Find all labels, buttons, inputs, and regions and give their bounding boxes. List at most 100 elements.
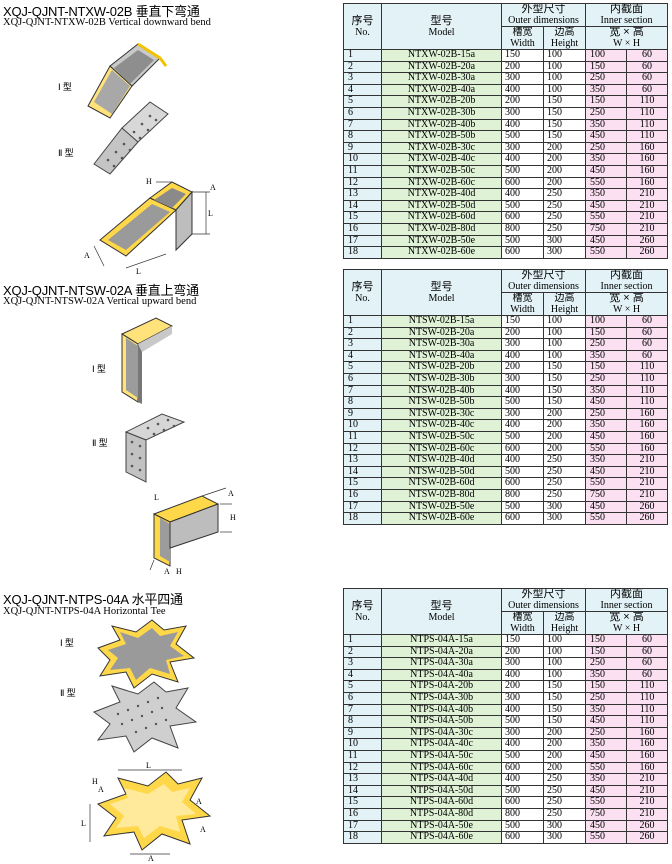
- row-number: 16: [343, 807, 382, 821]
- row-height: 150: [542, 118, 587, 132]
- row-height: 200: [542, 726, 587, 740]
- section-upward-bend: XQJ-QJNT-NTSW-02A 垂直上弯通 XQJ-QJNT-NTSW-02…: [0, 269, 672, 578]
- row-width: 500: [501, 234, 544, 248]
- row-height: 200: [542, 407, 587, 421]
- row-height: 250: [542, 465, 587, 479]
- row-width: 300: [501, 372, 544, 386]
- row-width: 300: [501, 657, 544, 670]
- row-height: 300: [542, 234, 587, 248]
- row-model: NTSW-02B-15a: [381, 315, 502, 328]
- horizontal-tee-type1-illustration: [97, 619, 196, 689]
- row-inner-width: 100: [585, 49, 628, 62]
- row-inner-height: 210: [626, 477, 669, 490]
- row-width: 400: [501, 83, 544, 97]
- row-height: 100: [542, 657, 587, 670]
- row-inner-height: 160: [626, 761, 669, 775]
- row-height: 200: [542, 738, 587, 751]
- row-width: 600: [501, 477, 544, 490]
- row-width: 400: [501, 454, 544, 467]
- row-model: NTSW-02B-20b: [381, 361, 502, 374]
- row-inner-width: 250: [585, 407, 628, 421]
- row-height: 100: [542, 315, 587, 328]
- dim-h-label: H: [176, 567, 182, 576]
- row-number: 12: [343, 176, 382, 190]
- row-height: 150: [542, 680, 587, 693]
- type-1-label: Ⅰ 型: [60, 638, 74, 648]
- row-height: 200: [542, 164, 587, 178]
- row-inner-height: 160: [626, 442, 669, 456]
- row-inner-width: 350: [585, 83, 628, 97]
- row-width: 400: [501, 118, 544, 132]
- row-number: 5: [343, 680, 382, 693]
- row-number: 12: [343, 442, 382, 456]
- row-model: NTSW-02B-60d: [381, 477, 502, 490]
- row-number: 7: [343, 703, 382, 717]
- row-inner-height: 60: [626, 83, 669, 97]
- row-model: NTSW-02B-50c: [381, 430, 502, 444]
- row-height: 300: [542, 500, 587, 514]
- row-number: 9: [343, 726, 382, 740]
- row-height: 250: [542, 488, 587, 502]
- row-inner-width: 150: [585, 60, 628, 74]
- row-height: 100: [542, 72, 587, 85]
- row-inner-width: 450: [585, 164, 628, 178]
- row-inner-height: 260: [626, 831, 669, 844]
- row-width: 400: [501, 703, 544, 717]
- row-inner-height: 260: [626, 819, 669, 833]
- row-model: NTXW-02B-15a: [381, 49, 502, 62]
- row-inner-width: 350: [585, 419, 628, 432]
- row-height: 150: [542, 715, 587, 728]
- row-model: NTXW-02B-80d: [381, 222, 502, 236]
- row-inner-width: 150: [585, 645, 628, 659]
- row-width: 800: [501, 488, 544, 502]
- row-inner-height: 110: [626, 691, 669, 705]
- row-inner-width: 250: [585, 726, 628, 740]
- row-width: 600: [501, 246, 544, 259]
- row-inner-width: 450: [585, 819, 628, 833]
- row-inner-height: 110: [626, 703, 669, 717]
- row-height: 100: [542, 634, 587, 647]
- row-width: 500: [501, 164, 544, 178]
- row-width: 600: [501, 796, 544, 809]
- row-model: NTPS-04A-30a: [381, 657, 502, 670]
- row-number: 15: [343, 211, 382, 224]
- section-title: XQJ-QJNT-NTXW-02B 垂直下弯通: [3, 4, 200, 19]
- row-number: 3: [343, 338, 382, 351]
- row-width: 400: [501, 153, 544, 166]
- row-inner-width: 450: [585, 749, 628, 763]
- row-inner-width: 550: [585, 477, 628, 490]
- row-inner-height: 160: [626, 153, 669, 166]
- row-width: 600: [501, 512, 544, 525]
- section-title: XQJ-QJNT-NTPS-04A 水平四通: [3, 592, 183, 607]
- row-height: 100: [542, 338, 587, 351]
- row-inner-width: 250: [585, 657, 628, 670]
- downward-bend-dimension-drawing: H A L A L: [84, 177, 216, 276]
- row-inner-width: 350: [585, 349, 628, 363]
- dim-h-label: H: [146, 177, 152, 186]
- horizontal-tee-dimension-drawing: L H L A A A A: [81, 761, 212, 862]
- row-inner-height: 110: [626, 715, 669, 728]
- dim-l-label: L: [146, 761, 151, 770]
